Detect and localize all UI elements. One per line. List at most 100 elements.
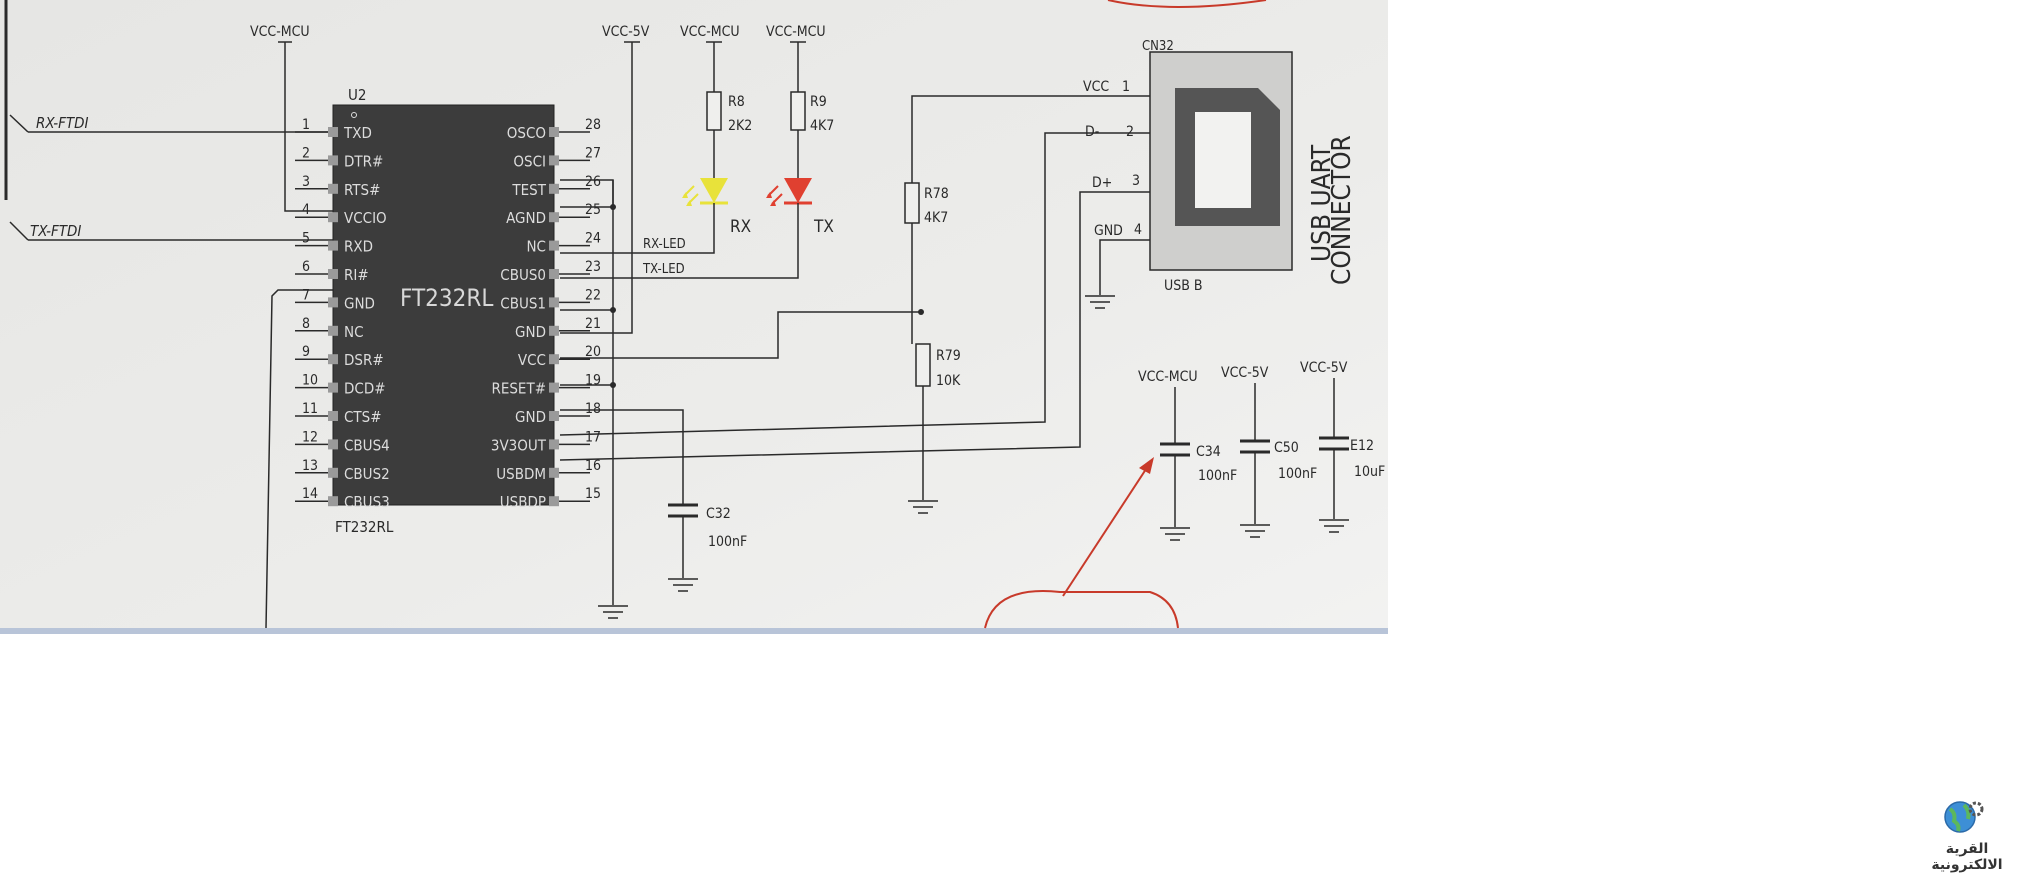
- r78-ref: R78: [924, 186, 949, 202]
- usbdm-wire: [559, 132, 1150, 436]
- ground-symbol-e12: [1319, 519, 1349, 533]
- connector-gnd-wire: [1099, 239, 1150, 295]
- vcc-mcu-1-wire: [284, 42, 345, 212]
- ic-left-pin-number: 6: [302, 259, 310, 275]
- r9-value: 4K7: [810, 118, 834, 134]
- ic-right-pin-number: 19: [585, 373, 601, 389]
- ic-right-pin-pad: [549, 411, 559, 421]
- ground-symbol-c32: [668, 578, 698, 592]
- ic-left-pin-number: 4: [302, 202, 310, 218]
- resistor-r9: [790, 91, 806, 131]
- net-label-vcc-5v-1: VCC-5V: [602, 24, 650, 40]
- e12-value: 10uF: [1354, 464, 1385, 480]
- ground-symbol-c34: [1160, 527, 1190, 541]
- net-label-rx-ftdi: RX-FTDI: [36, 114, 89, 132]
- vbus-wire: [911, 95, 1150, 183]
- ic-ref: U2: [348, 86, 366, 104]
- resistor-r79: [915, 343, 931, 387]
- ic-right-pin-pad: [549, 155, 559, 166]
- ground-symbol-connector: [1085, 295, 1115, 309]
- ic-left-pin-pad: [328, 439, 338, 450]
- ic-right-pin-name: CBUS0: [500, 266, 546, 284]
- ic-left-pin-name: RXD: [344, 238, 373, 256]
- ic-right-pin-number: 16: [585, 458, 601, 474]
- r9-ref: R9: [810, 94, 827, 110]
- ic-right-pin-pad: [549, 297, 559, 308]
- ic-left-pin-number: 7: [302, 287, 310, 303]
- r79-ref: R79: [936, 348, 961, 364]
- usb-connector-cn32: CN32 USB B VCC 1 D- 2 D+ 3 GND 4 USB UAR…: [1083, 39, 1357, 309]
- ic-right-pin-number: 25: [585, 202, 601, 218]
- ic-right-pin-name: TEST: [511, 181, 546, 199]
- rx-led-wire: [560, 203, 715, 254]
- watermark-logo: [1944, 801, 1984, 833]
- ic-left-pin-name: VCCIO: [344, 209, 387, 227]
- net-label-vcc-mcu-4: VCC-MCU: [1138, 369, 1198, 385]
- ic-left-pin-pad: [328, 240, 338, 251]
- reset-wire: [560, 311, 921, 359]
- ic-left-pin-number: 10: [302, 373, 318, 389]
- ic-left-pin-name: RTS#: [344, 181, 380, 199]
- ic-left-pin-name: RI#: [344, 266, 369, 284]
- ic-right-pin-pad: [549, 382, 559, 393]
- connector-ref: CN32: [1142, 39, 1174, 54]
- c50-value: 100nF: [1278, 466, 1317, 482]
- net-label-vcc-mcu-2: VCC-MCU: [680, 24, 740, 40]
- ic-right-pin-name: NC: [526, 238, 546, 256]
- ic-left-pin-pad: [328, 325, 338, 336]
- ground-symbol-ic: [598, 605, 628, 619]
- gnd-pin7-wire: [265, 289, 345, 629]
- ic-left-pin-pad: [328, 297, 338, 308]
- ground-symbol-c50: [1240, 524, 1270, 538]
- ic-right-pin-number: 15: [585, 486, 601, 502]
- ic-left-pin-name: NC: [344, 323, 364, 341]
- ic-right-pin-name: CBUS1: [500, 294, 546, 312]
- ic-name: FT232RL: [400, 284, 493, 312]
- ic-right-pin-pad: [549, 354, 559, 365]
- ic-right-pin-pad: [549, 467, 559, 478]
- ic-right-pin-number: 20: [585, 344, 601, 360]
- ic-right-pin-name: AGND: [506, 209, 546, 227]
- ic-right-pin-number: 17: [585, 429, 601, 445]
- net-label-tx-ftdi: TX-FTDI: [30, 222, 81, 240]
- r8-ref: R8: [728, 94, 745, 110]
- ic-left-pin-name: DSR#: [344, 351, 384, 369]
- ic-left-pin-number: 9: [302, 344, 310, 360]
- ic-right-pin-pad: [549, 240, 559, 251]
- c32-value: 100nF: [708, 534, 747, 550]
- 3v3out-wire: [560, 409, 684, 505]
- ic-left-pin-pad: [328, 269, 338, 279]
- r78-value: 4K7: [924, 210, 948, 226]
- ic-right-pin-name: GND: [515, 408, 546, 426]
- connector-title-line2: CONNECTOR: [1327, 135, 1357, 285]
- connector-pin-dminus-name: D-: [1085, 124, 1099, 140]
- schematic-photo: RX-FTDI TX-FTDI VCC-MCU U2 FT232RL FT232…: [0, 0, 1388, 634]
- net-label-rx-led: RX-LED: [643, 237, 686, 252]
- ic-left-pin-pad: [328, 183, 338, 194]
- c32-ref: C32: [706, 506, 731, 522]
- connector-pin-dplus-name: D+: [1092, 175, 1112, 191]
- ic-right-pin-name: GND: [515, 323, 546, 341]
- net-label-vcc-mcu-1: VCC-MCU: [250, 24, 310, 40]
- r79-value: 10K: [936, 373, 961, 389]
- ic-right-pin-name: RESET#: [491, 380, 546, 398]
- vcc-5v-1-wire: [560, 42, 633, 334]
- net-label-vcc-mcu-3: VCC-MCU: [766, 24, 826, 40]
- ic-body: [332, 104, 555, 506]
- connector-pin-vcc-num: 1: [1122, 79, 1130, 95]
- tx-led-triangle: [784, 178, 812, 203]
- connector-type: USB B: [1164, 278, 1203, 294]
- tx-led-wire: [560, 203, 799, 279]
- watermark-text: القرية الالكترونية: [1931, 841, 2003, 873]
- ic-right-pin-number: 28: [585, 117, 601, 133]
- resistor-r8: [706, 91, 722, 131]
- connector-pin-gnd-num: 4: [1134, 222, 1142, 238]
- net-label-vcc-5v-2: VCC-5V: [1221, 365, 1269, 381]
- ic-right-pin-pad: [549, 439, 559, 450]
- ic-left-pin-pad: [328, 496, 338, 507]
- net-label-vcc-5v-3: VCC-5V: [1300, 360, 1348, 376]
- ic-right-pin-name: 3V3OUT: [491, 436, 547, 454]
- ic-left-pin-number: 3: [302, 174, 310, 190]
- ic-left-pin-number: 12: [302, 429, 318, 445]
